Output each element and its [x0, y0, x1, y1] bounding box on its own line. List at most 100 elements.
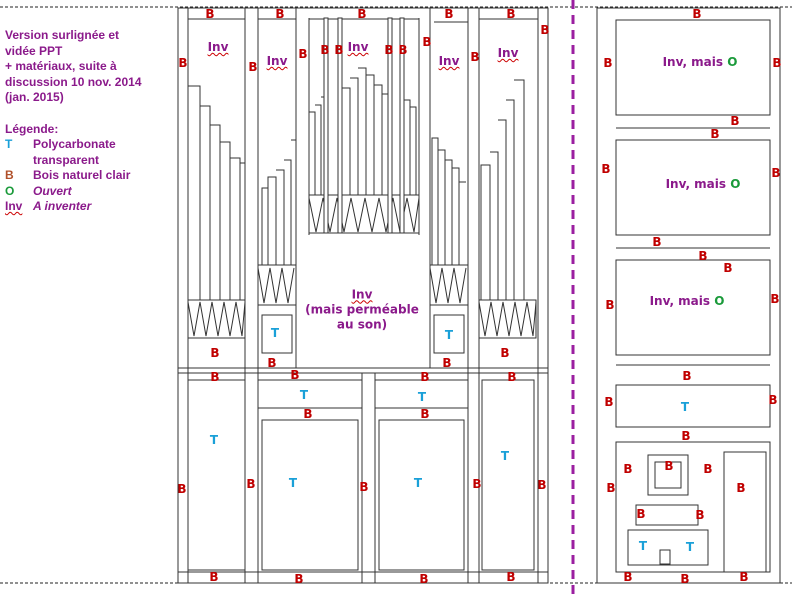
side-note-text: Inv, mais	[662, 55, 728, 69]
open-marker: O	[714, 294, 725, 308]
polycarbonate-marker: T	[638, 539, 648, 553]
polycarbonate-marker: T	[444, 328, 454, 342]
wood-marker: B	[444, 7, 454, 21]
wood-marker: B	[604, 395, 614, 409]
left-annotations: Version surlignée et vidée PPT + matéria…	[5, 28, 142, 215]
wood-marker: B	[623, 462, 633, 476]
wood-marker: B	[695, 508, 705, 522]
wood-marker: B	[248, 60, 258, 74]
to-invent-marker: Inv	[347, 40, 369, 54]
wood-marker: B	[303, 407, 313, 421]
center-panel-note: Inv (mais perméable au son)	[305, 288, 419, 333]
polycarbonate-marker: T	[685, 540, 695, 554]
wood-marker: B	[623, 570, 633, 584]
polycarbonate-marker: T	[299, 388, 309, 402]
wood-marker: B	[606, 481, 616, 495]
to-invent-open-marker: Inv, mais O	[650, 294, 725, 308]
wood-marker: B	[682, 369, 692, 383]
wood-marker: B	[636, 507, 646, 521]
wood-marker: B	[359, 480, 369, 494]
polycarbonate-marker: T	[288, 476, 298, 490]
to-invent-marker: Inv	[266, 54, 288, 68]
wood-marker: B	[681, 429, 691, 443]
wood-marker: B	[772, 56, 782, 70]
open-marker: O	[727, 55, 738, 69]
wood-marker: B	[507, 370, 517, 384]
legend-label-t: Polycarbonate	[33, 137, 116, 151]
wood-marker: B	[537, 478, 547, 492]
center-note-line3: au son)	[336, 317, 388, 332]
polycarbonate-marker: T	[413, 476, 423, 490]
polycarbonate-marker: T	[680, 400, 690, 414]
wood-marker: B	[275, 7, 285, 21]
wood-marker: B	[470, 50, 480, 64]
legend-code-o: O	[5, 183, 15, 198]
legend-label-t-2: transparent	[33, 152, 100, 167]
wood-marker: B	[294, 572, 304, 586]
wood-marker: B	[652, 235, 662, 249]
wood-marker: B	[703, 462, 713, 476]
center-note-line2: (mais perméable	[305, 302, 419, 317]
wood-marker: B	[442, 356, 452, 370]
wood-marker: B	[768, 393, 778, 407]
wood-marker: B	[210, 346, 220, 360]
wood-marker: B	[605, 298, 615, 312]
wood-marker: B	[603, 56, 613, 70]
to-invent-marker: Inv	[438, 54, 460, 68]
polycarbonate-marker: T	[270, 326, 280, 340]
wood-marker: B	[298, 47, 308, 61]
legend-code-inv: Inv	[5, 199, 23, 213]
wood-marker: B	[422, 35, 432, 49]
wood-marker: B	[209, 570, 219, 584]
wood-marker: B	[384, 43, 394, 57]
side-note-text: Inv, mais	[665, 177, 731, 191]
polycarbonate-marker: T	[209, 433, 219, 447]
polycarbonate-marker: T	[500, 449, 510, 463]
wood-marker: B	[398, 43, 408, 57]
version-note: Version surlignée et vidée PPT + matéria…	[5, 28, 142, 104]
wood-marker: B	[680, 572, 690, 586]
wood-marker: B	[730, 114, 740, 128]
wood-marker: B	[472, 477, 482, 491]
center-note-inv: Inv	[351, 287, 373, 302]
wood-marker: B	[739, 570, 749, 584]
legend: Légende: T Polycarbonate transparent B Boi…	[5, 122, 142, 215]
wood-marker: B	[205, 7, 215, 21]
wood-marker: B	[420, 370, 430, 384]
wood-marker: B	[178, 56, 188, 70]
wood-marker: B	[771, 166, 781, 180]
to-invent-open-marker: Inv, mais O	[663, 55, 738, 69]
wood-marker: B	[290, 368, 300, 382]
wood-marker: B	[320, 43, 330, 57]
wood-marker: B	[500, 346, 510, 360]
wood-marker: B	[710, 127, 720, 141]
wood-marker: B	[419, 572, 429, 586]
wood-marker: B	[246, 477, 256, 491]
wood-marker: B	[177, 482, 187, 496]
legend-label-b: Bois naturel clair	[33, 168, 131, 182]
to-invent-open-marker: Inv, mais O	[666, 177, 741, 191]
side-note-text: Inv, mais	[649, 294, 715, 308]
wood-marker: B	[334, 43, 344, 57]
wood-marker: B	[664, 459, 674, 473]
wood-marker: B	[723, 261, 733, 275]
wood-marker: B	[357, 7, 367, 21]
polycarbonate-marker: T	[417, 390, 427, 404]
legend-code-t: T	[5, 137, 13, 151]
wood-marker: B	[692, 7, 702, 21]
legend-label-o: Ouvert	[33, 183, 72, 198]
wood-marker: B	[698, 249, 708, 263]
legend-title: Légende:	[5, 121, 59, 136]
legend-label-inv: A inventer	[33, 199, 92, 213]
open-marker: O	[730, 177, 741, 191]
wood-marker: B	[210, 370, 220, 384]
wood-marker: B	[736, 481, 746, 495]
wood-marker: B	[506, 7, 516, 21]
wood-marker: B	[420, 407, 430, 421]
wood-marker: B	[601, 162, 611, 176]
wood-marker: B	[540, 23, 550, 37]
wood-marker: B	[506, 570, 516, 584]
to-invent-marker: Inv	[207, 40, 229, 54]
legend-code-b: B	[5, 168, 14, 182]
